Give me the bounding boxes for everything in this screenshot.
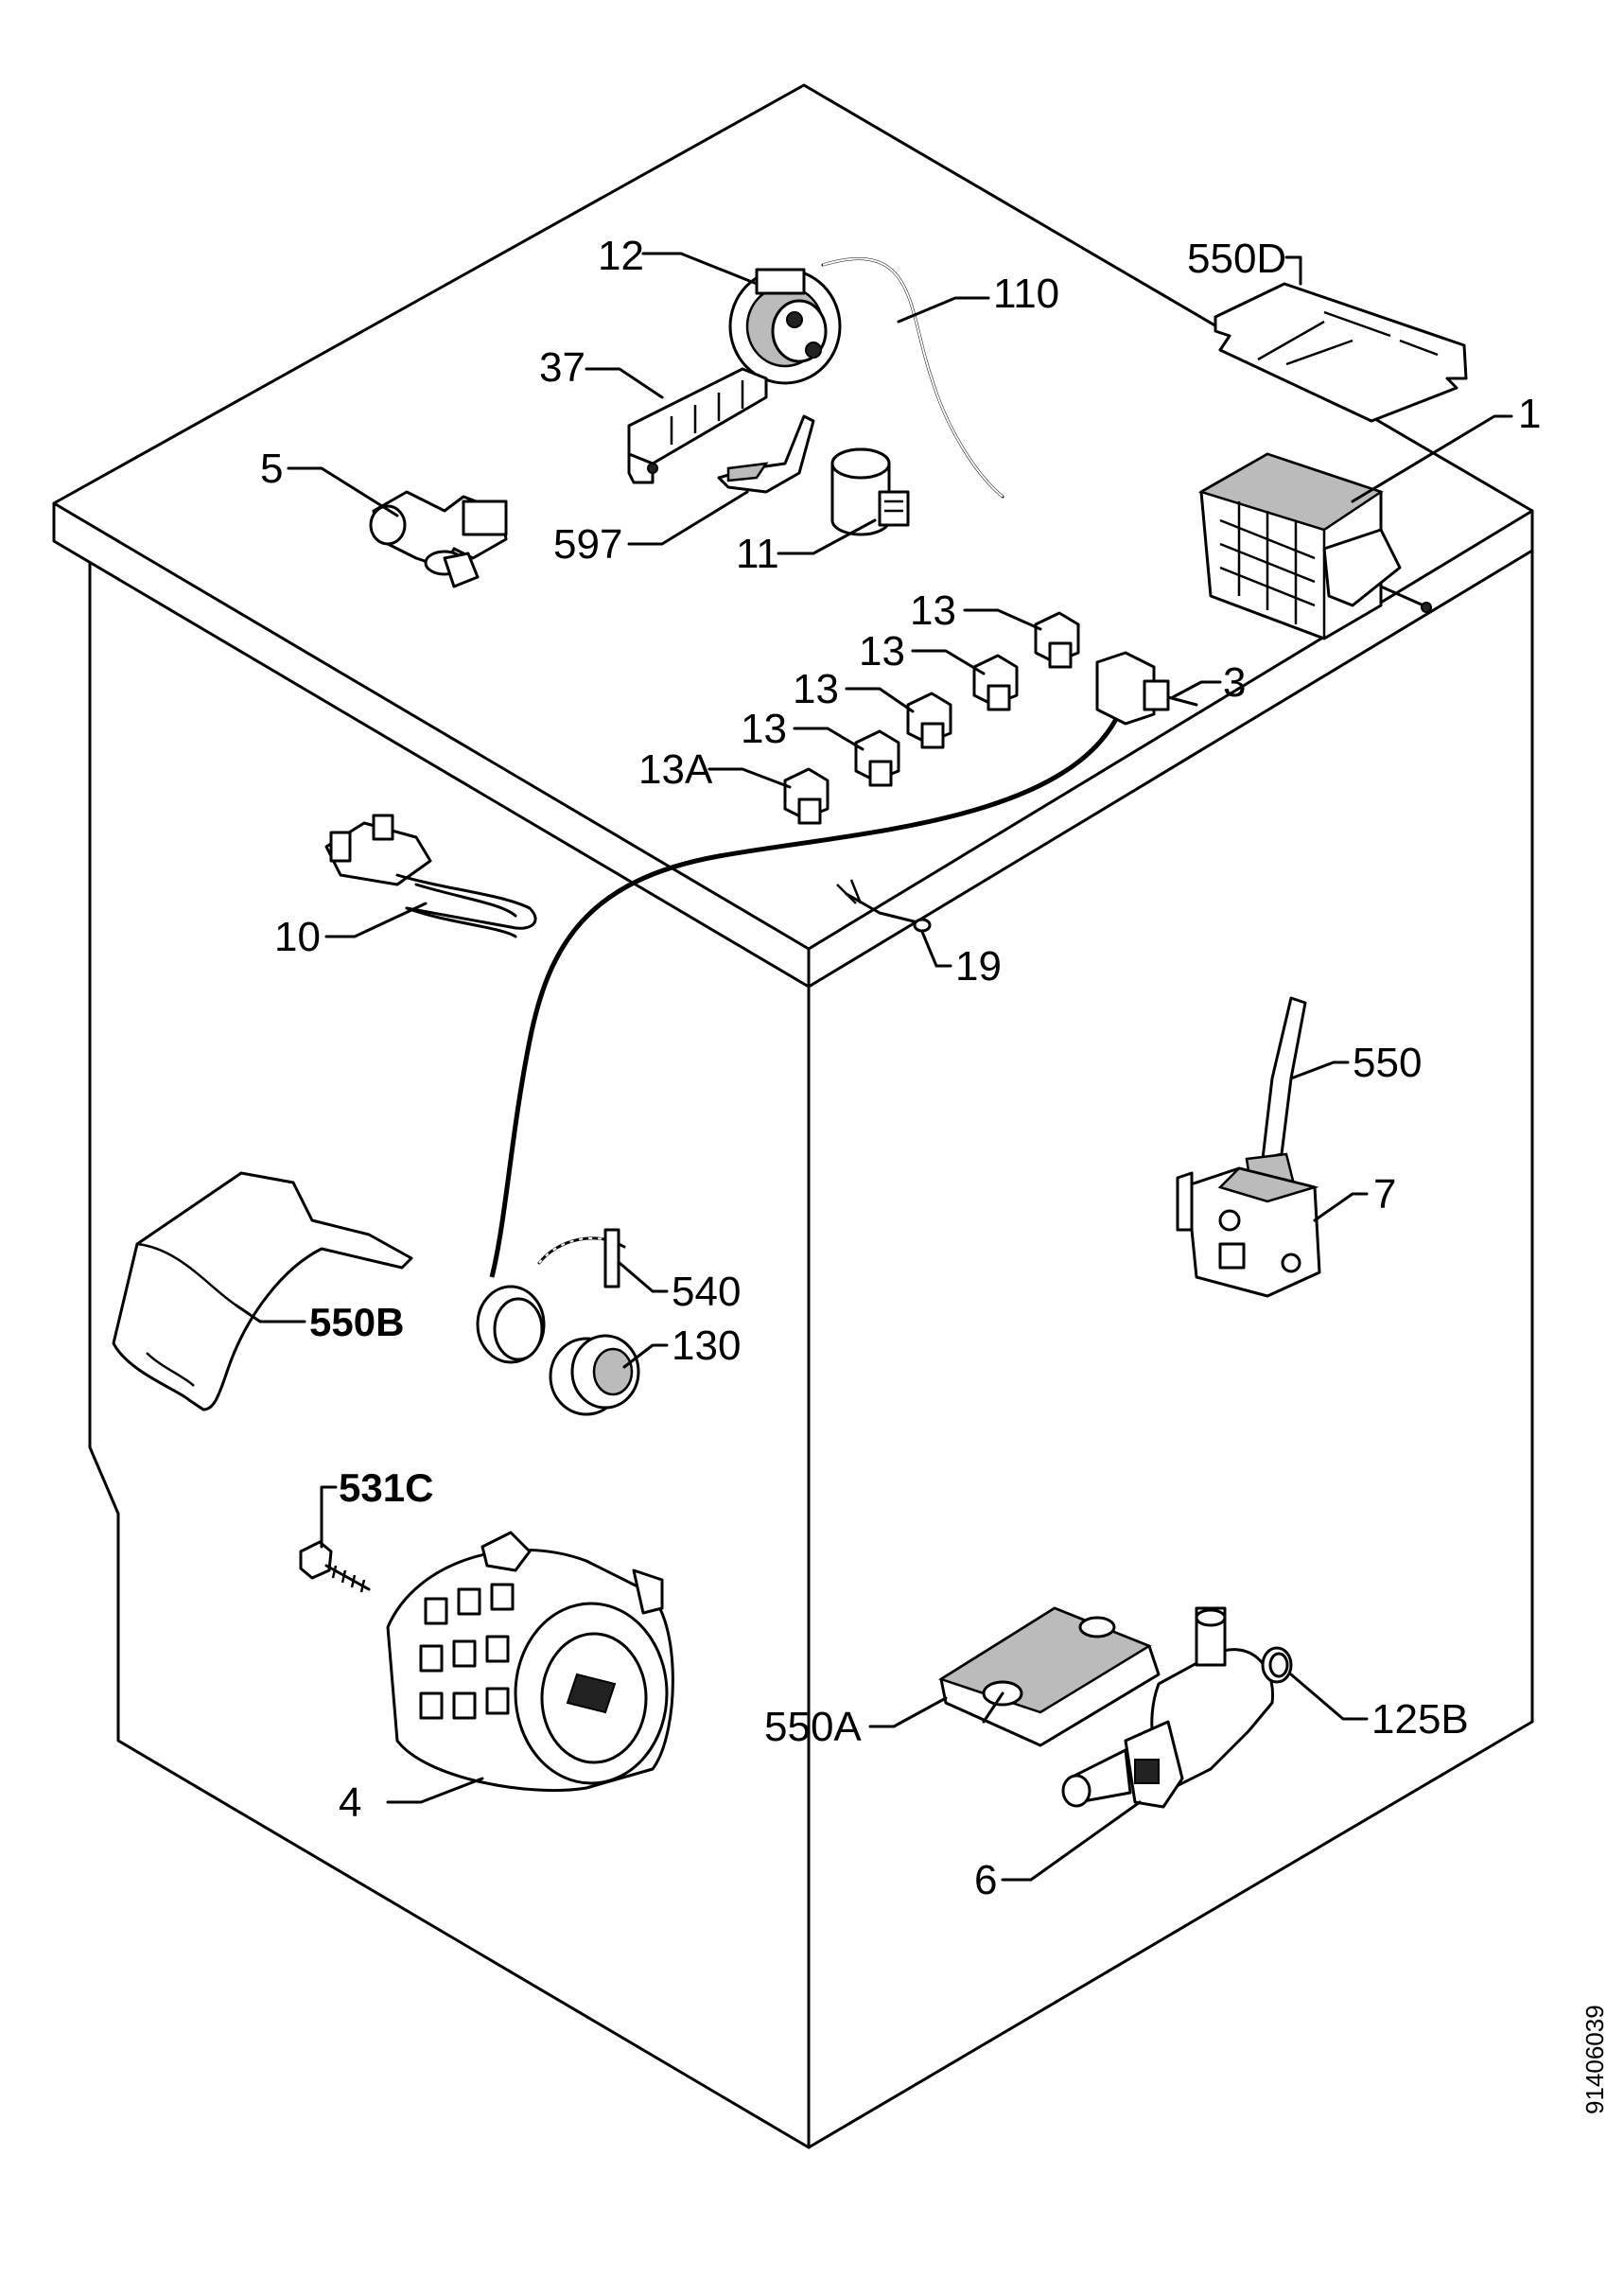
label-597: 597 [553,521,622,568]
part-labels: 550D 12 110 37 1 5 597 11 13 13 13 13 13… [260,233,1609,2114]
label-6: 6 [974,1857,997,1903]
connector-1 [1034,611,1080,669]
part-550D-panel [1214,282,1468,423]
label-13-d: 13 [741,706,787,752]
connector-3 [906,692,952,749]
cabinet-outline [52,83,1534,2149]
label-130: 130 [672,1323,741,1369]
part-125B-ring [1261,1646,1293,1684]
part-550-door-lock-cable [1245,996,1307,1203]
part-4-motor [386,1531,674,1792]
part-19-sensor [836,879,932,933]
leader-lines [235,252,1513,1882]
label-531C: 531C [339,1465,433,1510]
label-13-c: 13 [793,666,839,712]
part-11-capacitor [830,447,910,536]
part-5-inlet-valve [369,490,508,588]
grommet-cable-end [476,1285,546,1364]
label-7: 7 [1373,1171,1396,1218]
label-540: 540 [672,1269,741,1315]
part-550B-cover [112,1171,413,1411]
connector-13A [783,767,829,825]
part-10-heater [324,814,537,938]
part-550A-pump-cover [938,1606,1161,1747]
label-3: 3 [1223,659,1246,706]
part-130-grommet [549,1334,640,1416]
part-12-pressure-switch [728,268,842,385]
label-110: 110 [993,271,1059,317]
label-550B: 550B [309,1300,404,1344]
label-13-b: 13 [859,628,905,675]
label-4: 4 [339,1779,361,1826]
label-13A: 13A [638,746,713,793]
label-13-a: 13 [910,587,956,634]
part-6-drain-pump [1061,1606,1275,1809]
label-1: 1 [1518,391,1541,437]
part-531C-screw [299,1540,371,1593]
part-13-connectors [783,611,1080,825]
label-550A: 550A [764,1704,862,1750]
part-3-switch [489,651,1198,1278]
part-7-door-lock [1176,1166,1321,1298]
label-550D: 550D [1187,236,1286,282]
part-597-clip [717,414,815,494]
label-5: 5 [260,446,283,492]
drawing-code: 91406039 [1580,2005,1609,2114]
part-540-clamp [537,1228,626,1288]
part-37-terminal-strip [627,367,768,484]
label-10: 10 [274,914,321,960]
label-19: 19 [955,943,1002,990]
label-37: 37 [539,344,585,391]
label-125B: 125B [1371,1696,1469,1743]
part-1-programmer [1197,452,1432,640]
part-110-hose [821,257,1004,499]
connector-2 [972,654,1019,711]
label-12: 12 [598,233,644,279]
connector-4 [854,729,900,787]
label-550: 550 [1353,1040,1422,1086]
label-11: 11 [736,531,779,577]
